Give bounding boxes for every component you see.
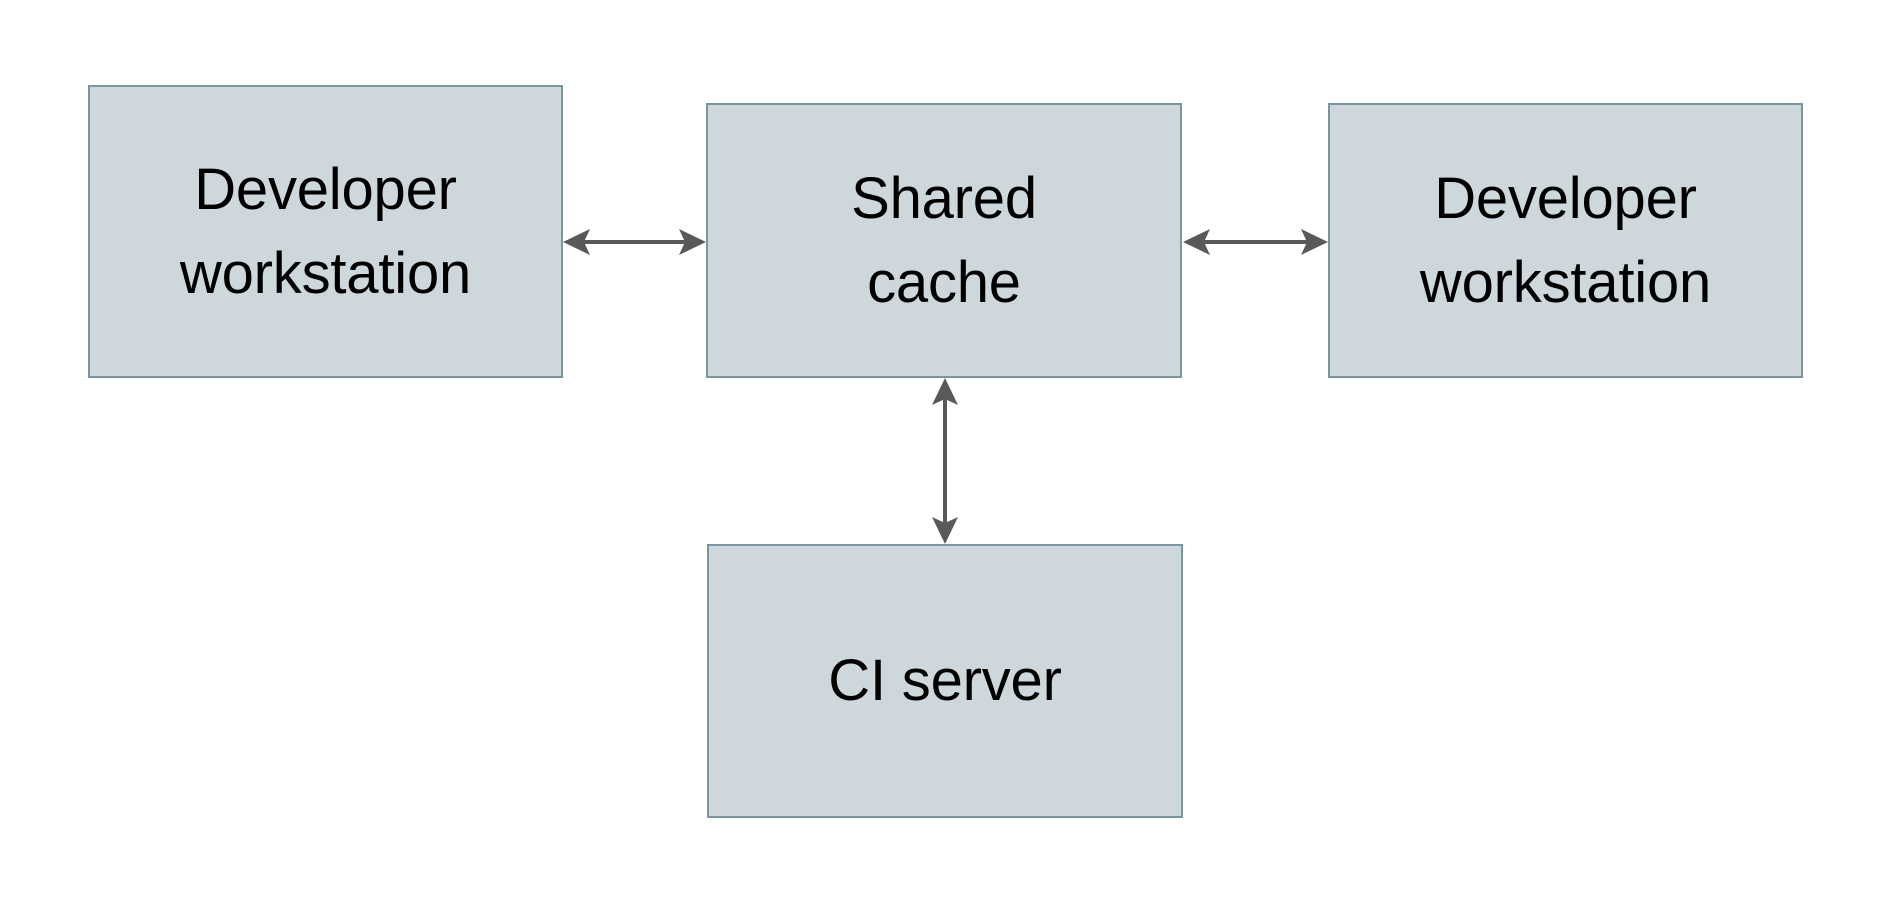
node-label: Developer workstation [1419,165,1712,315]
arrow-shaft [943,399,947,523]
node-label: Shared cache [851,165,1037,315]
node-developer-workstation-left[interactable]: Developer workstation [88,85,563,378]
arrow-double-headed-horizontal [563,229,706,255]
node-developer-workstation-right[interactable]: Developer workstation [1328,103,1803,378]
node-shared-cache[interactable]: Shared cache [706,103,1182,378]
arrowhead-left-icon [1183,229,1210,255]
arrow-shaft [1204,240,1307,244]
arrowhead-right-icon [679,229,706,255]
edge-shared-cache-to-developer-right [1183,222,1328,262]
arrow-shaft [584,240,685,244]
arrowhead-down-icon [932,517,958,544]
arrowhead-right-icon [1301,229,1328,255]
node-label: Developer workstation [179,156,472,306]
arrow-double-headed-vertical [932,378,958,544]
node-ci-server[interactable]: CI server [707,544,1183,818]
node-label: CI server [828,648,1062,713]
arrow-double-headed-horizontal [1183,229,1328,255]
edge-developer-left-to-shared-cache [563,222,706,262]
edge-shared-cache-to-ci-server [925,378,965,544]
arrowhead-up-icon [932,378,958,405]
arrowhead-left-icon [563,229,590,255]
